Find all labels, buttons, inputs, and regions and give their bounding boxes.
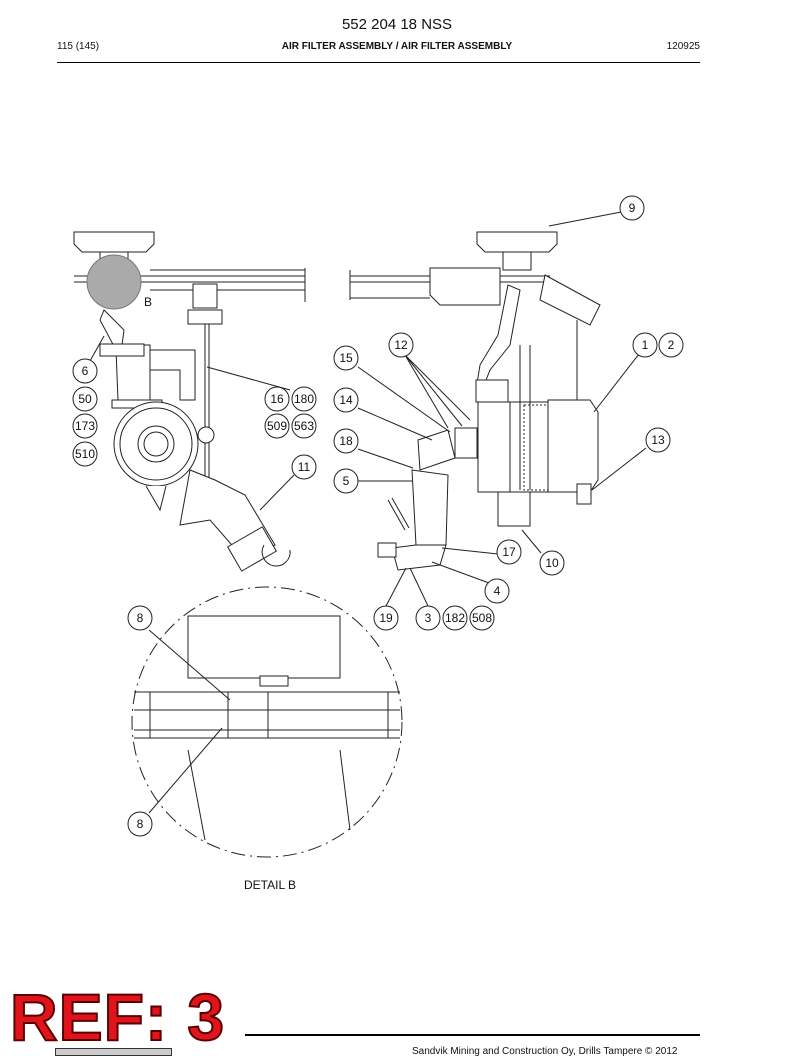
callout-label: 50 [78,392,92,406]
callout-label: 13 [651,433,665,447]
callout-label: 2 [668,338,675,352]
callout-508 [469,605,495,631]
callout-12 [388,332,414,358]
page-counter: 115 (145) [57,41,100,52]
footer-copyright: Sandvik Mining and Construction Oy, Dril… [412,1046,678,1057]
callout-label: 4 [494,584,501,598]
callout-3 [415,605,441,631]
callout-label: 11 [298,460,311,474]
callout-label: 12 [394,338,408,352]
callout-label: 508 [472,611,492,625]
callout-6 [72,358,98,384]
callout-label: 563 [294,419,314,433]
detail-marker: B [144,295,152,309]
callout-label: 18 [339,434,353,448]
detail-title: DETAIL B [244,878,296,892]
callout-19 [373,605,399,631]
callout-18 [333,428,359,454]
callout-50 [72,386,98,412]
callout-182 [442,605,468,631]
callout-15 [333,345,359,371]
callout-label: 180 [294,392,314,406]
callout-label: 10 [545,556,559,570]
callout-label: 1 [642,338,649,352]
callout-label: 509 [267,419,287,433]
callout-509 [264,413,290,439]
callout-173 [72,413,98,439]
callout-label: 17 [502,545,516,559]
callout-9 [619,195,645,221]
callout-label: 5 [343,474,350,488]
page-title: AIR FILTER ASSEMBLY / AIR FILTER ASSEMBL… [281,41,513,52]
callout-13 [645,427,671,453]
callout-4 [484,578,510,604]
callout-label: 6 [82,364,89,378]
callout-5 [333,468,359,494]
callout-label: 14 [339,393,353,407]
company-logo [55,1048,172,1056]
footer-divider [245,1034,700,1036]
callout-label: 8 [137,611,144,625]
callout-label: 8 [137,817,144,831]
callout-180 [291,386,317,412]
callout-14 [333,387,359,413]
callout-label: 9 [629,201,636,215]
revision-code: 120925 [666,41,700,52]
header-divider [57,62,700,63]
callout-label: 510 [75,447,95,461]
callout-8-top [127,605,153,631]
callout-label: 15 [339,351,353,365]
document-number: 552 204 18 NSS [341,16,453,33]
reference-badge: REF: 3 [9,980,226,1054]
callout-label: 16 [270,392,284,406]
callout-1 [632,332,658,358]
callout-10 [539,550,565,576]
callout-label: 19 [379,611,393,625]
callout-16 [264,386,290,412]
callout-8-bottom [127,811,153,837]
callout-17 [496,539,522,565]
callout-11 [291,454,317,480]
callout-2 [658,332,684,358]
callout-label: 182 [445,611,465,625]
callout-563 [291,413,317,439]
callout-label: 3 [425,611,432,625]
callout-label: 173 [75,419,95,433]
callout-510 [72,441,98,467]
